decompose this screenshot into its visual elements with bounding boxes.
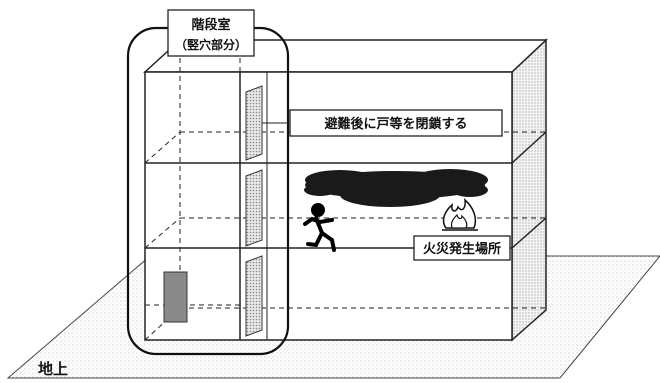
side-floor-line-2 [511, 131, 547, 164]
fire-location-callout-box [413, 235, 511, 261]
stairwell-label-line2: （竪穴部分） [175, 37, 247, 52]
close-doors-callout-box [289, 109, 503, 137]
exit-door [163, 271, 188, 323]
building-side-face [511, 38, 547, 342]
ground-label: 地上 [38, 360, 68, 378]
fire-icon [442, 198, 478, 231]
door-icon [245, 85, 263, 161]
smoke-cloud-icon [304, 169, 488, 207]
door-icon [245, 169, 263, 247]
running-person-icon [303, 203, 336, 252]
side-floor-line-1 [511, 217, 547, 249]
close-doors-callout-text: 避難後に戸等を閉鎖する [324, 116, 467, 132]
stairwell-label-box [167, 9, 255, 57]
fire-location-callout-text: 火災発生場所 [423, 241, 501, 257]
door-icon [245, 255, 263, 337]
stairwell-label-line1: 階段室 [191, 17, 230, 33]
